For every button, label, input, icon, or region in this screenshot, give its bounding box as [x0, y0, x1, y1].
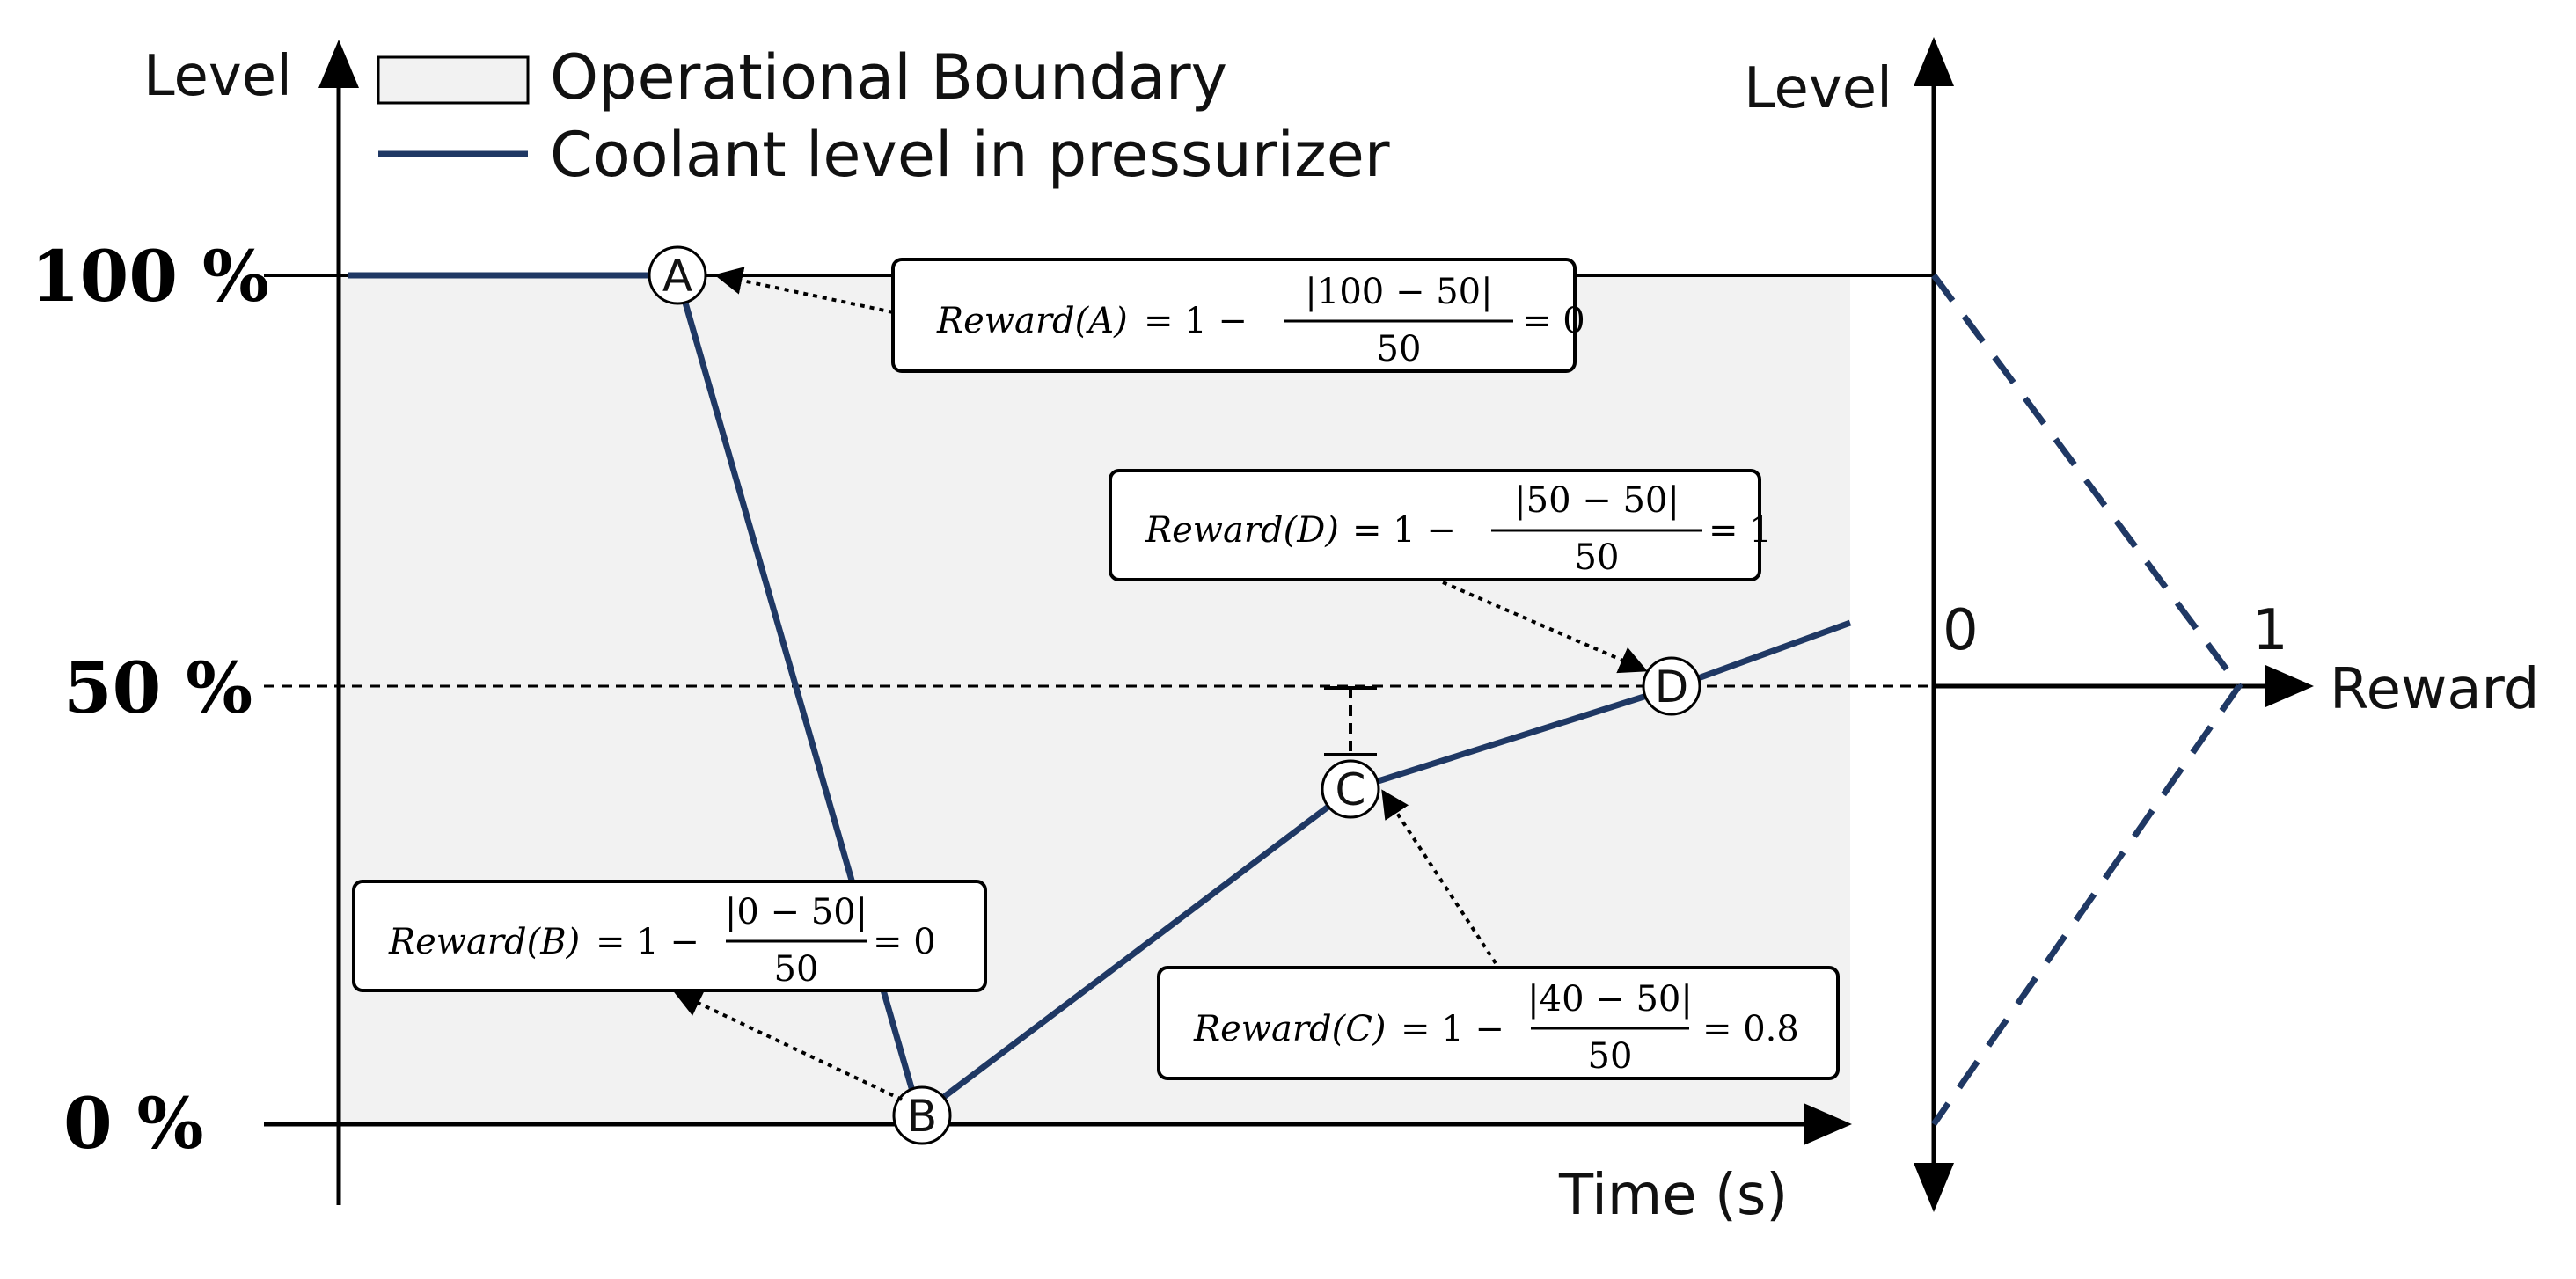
formula-b-lhs: Reward(B) — [388, 922, 580, 962]
tick-50: 50 % — [63, 647, 252, 729]
formula-b-den: 50 — [774, 949, 819, 990]
formula-a-eq: = 1 − — [1144, 301, 1248, 341]
formula-b-num: |0 − 50| — [725, 892, 867, 932]
legend-boundary-label: Operational Boundary — [550, 41, 1227, 113]
reward-tick-0: 0 — [1943, 598, 1979, 663]
reward-axis-arrow — [2265, 665, 2314, 707]
formula-a-res: = 0 — [1522, 301, 1585, 341]
right-y-axis-bottom-arrow — [1914, 1163, 1954, 1212]
point-b: B — [892, 1085, 952, 1145]
formula-d-num: |50 − 50| — [1514, 480, 1680, 521]
formula-d-den: 50 — [1575, 537, 1620, 578]
tick-100: 100 % — [31, 235, 269, 318]
tick-0: 0 % — [63, 1082, 204, 1165]
formula-b-eq: = 1 − — [596, 922, 699, 962]
time-axis-arrow — [1804, 1103, 1852, 1145]
pointer-a — [714, 267, 894, 314]
time-axis-title: Time (s) — [1558, 1163, 1788, 1228]
right-axis-title: Level — [1744, 56, 1892, 121]
formula-a-den: 50 — [1377, 329, 1422, 369]
point-c: C — [1321, 759, 1380, 819]
formula-c-eq: = 1 − — [1401, 1009, 1504, 1049]
reward-function-curve — [1931, 273, 2243, 1127]
point-a-label: A — [662, 251, 692, 302]
formula-c-res: = 0.8 — [1702, 1009, 1799, 1049]
right-y-axis-top-arrow — [1914, 37, 1954, 86]
point-d-label: D — [1655, 661, 1689, 713]
formula-b-res: = 0 — [873, 922, 936, 962]
formula-box-a: Reward(A) = 1 − |100 − 50| 50 = 0 — [891, 258, 1585, 373]
point-c-label: C — [1336, 764, 1366, 815]
formula-c-lhs: Reward(C) — [1193, 1009, 1386, 1049]
formula-d-lhs: Reward(D) — [1145, 510, 1339, 551]
formula-c-den: 50 — [1588, 1036, 1633, 1077]
formula-box-c: Reward(C) = 1 − |40 − 50| 50 = 0.8 — [1157, 966, 1840, 1080]
left-axis-title: Level — [143, 44, 292, 109]
point-b-label: B — [907, 1091, 937, 1142]
formula-d-res: = 1 — [1709, 510, 1772, 551]
reward-tick-1: 1 — [2252, 598, 2288, 663]
formula-c-num: |40 − 50| — [1527, 979, 1693, 1020]
pointer-b — [673, 990, 903, 1101]
coolant-level-line — [348, 272, 1852, 1119]
point-a: A — [648, 245, 707, 305]
legend-boundary-swatch — [377, 55, 530, 105]
legend: Operational Boundary Coolant level in pr… — [377, 41, 1390, 191]
formula-box-b: Reward(B) = 1 − |0 − 50| 50 = 0 — [352, 880, 987, 992]
pointer-d — [1442, 581, 1648, 674]
reward-axis-title: Reward — [2330, 657, 2539, 722]
formula-box-d: Reward(D) = 1 − |50 − 50| 50 = 1 — [1109, 469, 1772, 581]
formula-a-lhs: Reward(A) — [936, 301, 1128, 341]
left-y-axis-arrow — [318, 40, 359, 88]
formula-d-eq: = 1 − — [1352, 510, 1456, 551]
legend-coolant-label: Coolant level in pressurizer — [550, 119, 1390, 191]
point-d: D — [1642, 656, 1701, 716]
formula-a-num: |100 − 50| — [1305, 272, 1492, 312]
